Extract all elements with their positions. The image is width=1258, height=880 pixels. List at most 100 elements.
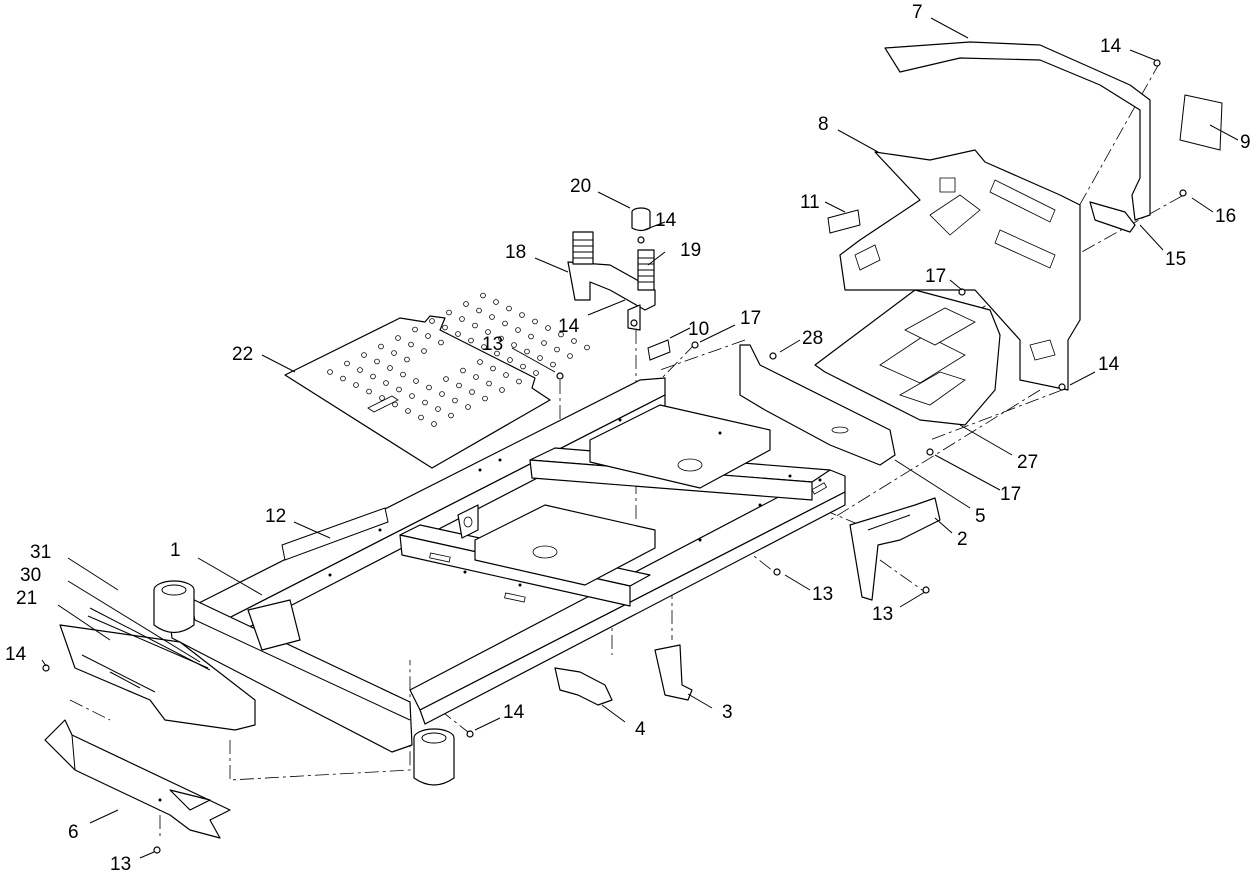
floor-pan-hole	[537, 355, 543, 361]
floor-pan-hole	[554, 346, 560, 353]
floor-pan-hole	[533, 370, 539, 376]
main-frame	[153, 377, 846, 786]
floor-pan-hole	[506, 305, 512, 312]
floor-pan-hole	[477, 359, 483, 365]
floor-pan-hole	[520, 363, 526, 370]
floor-pan-hole	[532, 318, 538, 325]
callout-27: 27	[1017, 452, 1038, 473]
seat-support-8	[839, 149, 1081, 391]
floor-pan-hole	[456, 382, 462, 389]
floor-pan-hole	[489, 314, 495, 320]
floor-pan-hole	[482, 395, 488, 402]
floor-pan-hole	[370, 373, 376, 380]
callout-14: 14	[503, 702, 525, 723]
rear-shroud-5	[739, 344, 896, 466]
decal-9	[1179, 94, 1223, 151]
floor-pan-hole	[499, 387, 505, 393]
floor-pan-hole	[421, 348, 427, 354]
mount-bracket-2	[849, 497, 941, 601]
floor-pan-hole	[387, 365, 393, 371]
floor-pan-hole	[511, 342, 517, 348]
front-shroud-6	[44, 719, 231, 839]
floor-pan-hole	[480, 292, 486, 299]
floor-pan-hole	[429, 318, 435, 324]
floor-pan-hole	[468, 337, 474, 344]
callout-17: 17	[740, 308, 761, 329]
floor-pan-hole	[550, 361, 556, 368]
callout-10: 10	[688, 319, 709, 340]
callout-22: 22	[232, 344, 253, 365]
floor-pan-hole	[452, 397, 458, 404]
floor-pan-hole	[469, 389, 475, 395]
floor-pan-hole	[558, 331, 564, 338]
callout-7: 7	[912, 2, 923, 23]
floor-pan-hole	[519, 312, 525, 318]
rops-bar-7	[884, 41, 1151, 221]
floor-pan-hole	[395, 335, 401, 341]
seat-pan-27	[814, 289, 1001, 426]
callout-2: 2	[957, 529, 968, 550]
floor-pan-hole	[405, 408, 411, 414]
floor-pan-hole	[353, 382, 359, 388]
floor-pan-hole	[442, 324, 448, 331]
floor-pan-hole	[383, 380, 389, 386]
floor-pan-hole	[435, 406, 441, 412]
floor-pan-hole	[379, 395, 385, 401]
floor-pan-hole	[431, 421, 437, 427]
floor-pan-hole	[361, 352, 367, 358]
floor-pan-hole	[473, 374, 479, 380]
floor-pan-hole	[443, 376, 449, 382]
floor-pan-hole	[541, 340, 547, 346]
callout-19: 19	[680, 240, 701, 261]
floor-pan-hole	[438, 339, 444, 346]
callout-8: 8	[818, 114, 829, 135]
floor-pan-hole	[374, 358, 380, 365]
floor-pan-hole	[425, 333, 431, 339]
floor-pan-hole	[448, 412, 454, 419]
floor-pan-hole	[408, 341, 414, 348]
floor-pan-hole	[472, 322, 478, 329]
floor-pan-hole	[515, 327, 521, 333]
bracket-3	[654, 644, 693, 701]
decal-strip-12	[281, 507, 389, 561]
floor-pan-hole	[418, 414, 424, 421]
floor-pan-hole	[476, 307, 482, 314]
callout-14: 14	[1098, 354, 1120, 375]
callout-14: 14	[655, 210, 677, 231]
floor-pan-hole	[485, 329, 491, 335]
callout-15: 15	[1165, 249, 1186, 270]
callout-13: 13	[110, 854, 131, 875]
floor-pan-hole	[465, 404, 471, 410]
floor-pan-hole	[486, 380, 492, 387]
callout-1: 1	[170, 540, 181, 561]
floor-pan-hole	[400, 371, 406, 378]
callout-13: 13	[812, 584, 833, 605]
floor-pan-hole	[391, 350, 397, 356]
callout-16: 16	[1215, 206, 1236, 227]
floor-pan-hole	[545, 325, 551, 331]
floor-pan-hole	[524, 348, 530, 355]
callout-17: 17	[925, 266, 946, 287]
callout-17: 17	[1000, 484, 1021, 505]
floor-pan-hole	[507, 357, 513, 363]
floor-pan-hole	[327, 369, 333, 375]
callout-18: 18	[505, 242, 526, 263]
callout-12: 12	[265, 506, 286, 527]
floor-pan-hole	[459, 316, 465, 322]
floor-pan	[284, 292, 590, 469]
bracket-15	[1089, 201, 1136, 233]
floor-pan-hole	[422, 399, 428, 406]
floor-pan-hole	[446, 309, 452, 316]
floor-pan-hole	[357, 367, 363, 373]
callout-13: 13	[872, 604, 893, 625]
floor-pan-hole	[366, 388, 372, 395]
callout-14: 14	[1100, 36, 1122, 57]
floor-pan-hole	[460, 367, 466, 374]
floor-pan-hole	[503, 372, 509, 378]
floor-pan-hole	[490, 365, 496, 372]
leader-lines	[41, 17, 1239, 859]
callout-14: 14	[5, 644, 27, 665]
callout-30: 30	[20, 565, 41, 586]
floor-pan-hole	[494, 350, 500, 357]
decal-11	[827, 209, 861, 234]
